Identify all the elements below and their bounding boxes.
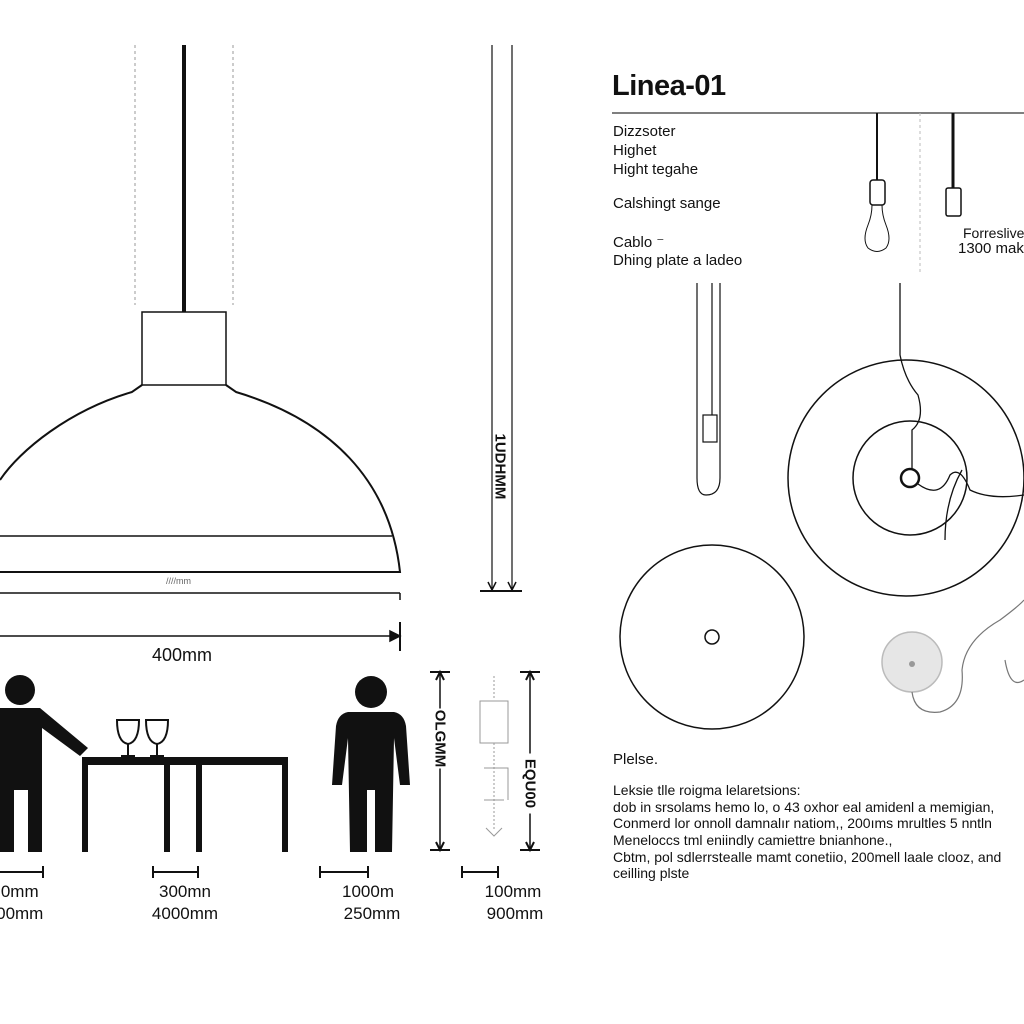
table bbox=[82, 757, 288, 852]
height-label: 1UDHMM bbox=[491, 433, 509, 500]
notes-heading: Plelse. bbox=[613, 751, 659, 768]
canopy bbox=[141, 311, 227, 386]
cable-detail bbox=[696, 283, 721, 496]
small-width-label: ////mm bbox=[166, 576, 191, 586]
rose-screw bbox=[909, 661, 915, 667]
wine-glasses bbox=[115, 719, 170, 757]
side-note: 1300 mak bbox=[958, 240, 1024, 257]
dimension-bottom: 900mm bbox=[0, 904, 44, 923]
spec-item: Calshingt sange bbox=[613, 195, 721, 212]
dimension-bars bbox=[0, 866, 499, 878]
dimension-top: 20mm bbox=[0, 882, 39, 901]
spec-item: Dhing plate a ladeo bbox=[613, 252, 743, 269]
cable bbox=[899, 283, 1024, 541]
socket-icon bbox=[945, 113, 962, 217]
side-note: Forreslive bbox=[963, 225, 1024, 241]
tick bbox=[430, 669, 450, 853]
cable bbox=[911, 599, 1024, 713]
tick bbox=[520, 669, 540, 853]
note-line: ceilling plste bbox=[613, 865, 690, 881]
width-label: 400mm bbox=[152, 645, 213, 665]
arrow-head bbox=[389, 629, 402, 643]
spec-item: Hight tegahe bbox=[613, 161, 699, 178]
dimension-bottom: 250mm bbox=[343, 904, 401, 923]
note-line: Conmerd lor onnoll damnalır natiom,, 200… bbox=[613, 815, 992, 831]
product-title: Linea-01 bbox=[612, 70, 726, 102]
cord-grip bbox=[899, 467, 921, 489]
ceiling-plate-small bbox=[619, 544, 805, 730]
dimension-bottom: 4000mm bbox=[151, 904, 219, 923]
bulb-icon bbox=[864, 113, 890, 252]
spec-item: Cablo ⁻ bbox=[613, 234, 665, 251]
center-hole bbox=[704, 629, 720, 645]
note-line: Meneloccs tml eniindly camiettre bnianho… bbox=[613, 832, 893, 848]
fixture-schematic bbox=[479, 676, 509, 837]
person-figure bbox=[332, 676, 410, 852]
dimension-top: 1000m bbox=[342, 882, 394, 901]
dimension-bottom: 900mm bbox=[486, 904, 544, 923]
fixture-height-label: EQU00 bbox=[521, 753, 539, 814]
person-figure bbox=[0, 675, 88, 852]
dimension-top: 100mm bbox=[484, 882, 542, 901]
note-line: Cbtm, pol sdlerrstealle mamt conetiio, 2… bbox=[613, 849, 1002, 865]
lamp-shade bbox=[0, 384, 402, 573]
person-height-label: OLGMM bbox=[431, 708, 449, 769]
spec-item: Highet bbox=[613, 142, 657, 159]
note-line: Leksie tlle roigma lelaretsions: bbox=[613, 782, 801, 798]
ceiling-plate-inner bbox=[852, 420, 968, 536]
dimension-top: 300mn bbox=[159, 882, 211, 901]
spec-item: Dizzsoter bbox=[613, 123, 676, 140]
ceiling-plate-large bbox=[787, 359, 1024, 597]
note-line: dob in srsolams hemo lo, o 43 oxhor eal … bbox=[613, 799, 995, 815]
